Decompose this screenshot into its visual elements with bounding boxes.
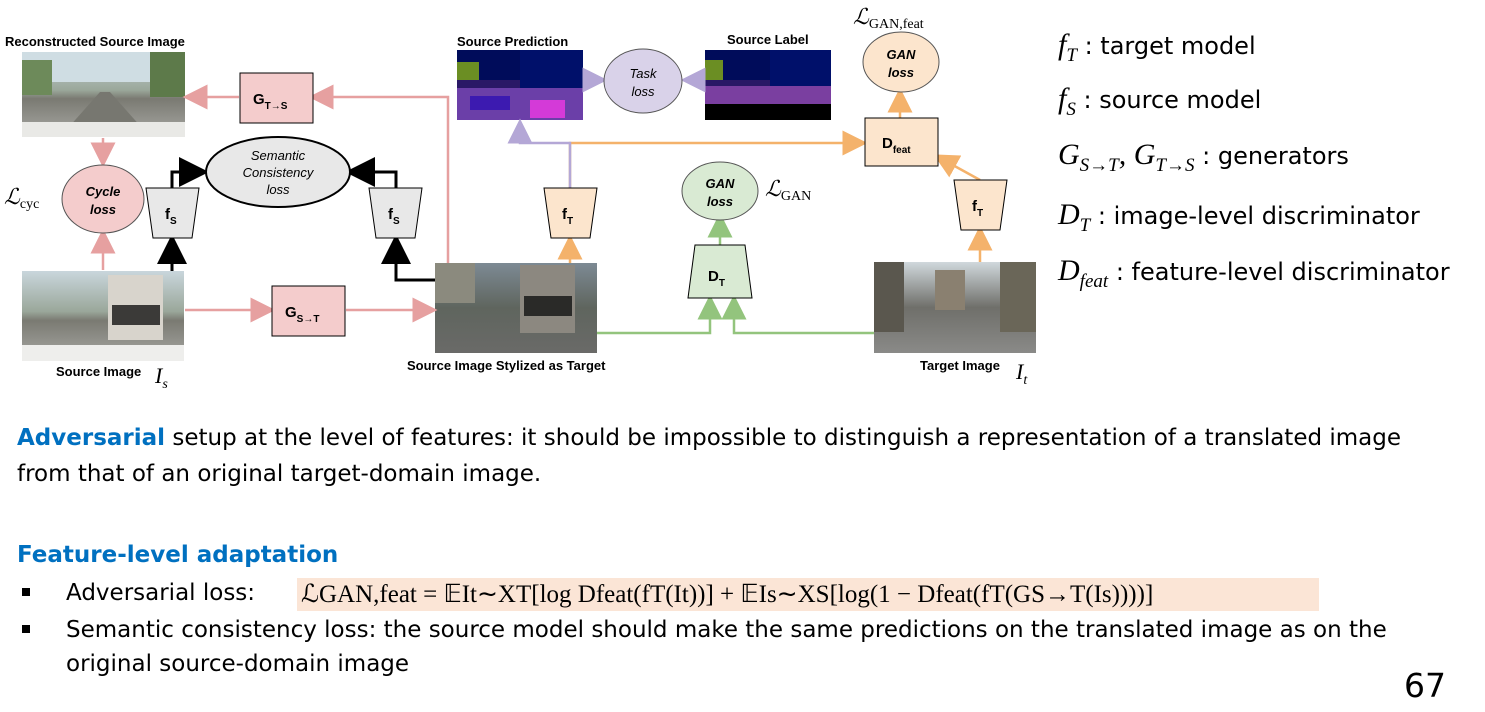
math-l-gan-feat: ℒGAN,feat [853, 4, 924, 32]
keyword-adversarial: Adversarial [17, 425, 166, 451]
source-model-left: fS [145, 187, 200, 239]
label-reconstructed: Reconstructed Source Image [5, 34, 185, 49]
source-label-image [705, 50, 831, 120]
bullet-text: Semantic consistency loss: the source mo… [66, 617, 1387, 677]
image-discriminator: DT [687, 244, 753, 299]
generator-t-to-s: GT→S [239, 72, 314, 124]
description-text: setup at the level of features: it shoul… [17, 425, 1402, 487]
reconstructed-source-image [22, 52, 185, 137]
domain-adaptation-diagram: GT→S GS→T fS fS fT fT DT Dfeat Semantic … [4, 4, 1036, 392]
target-model-center: fT [543, 187, 598, 239]
math-i-s: Is [154, 363, 168, 392]
arrow-ft-to-prediction [507, 118, 572, 188]
semantic-consistency-loss: Semantic Consistency loss [205, 136, 351, 208]
svg-text:fT: fT [562, 206, 573, 227]
svg-text:loss: loss [631, 84, 655, 99]
svg-text:Task: Task [630, 66, 658, 81]
legend-item-generators: GS→T, GT→S : generators [1058, 138, 1349, 176]
arrow-stylized-to-dt [597, 294, 723, 335]
bullet-marker [22, 625, 30, 633]
source-model-right: fS [368, 187, 423, 239]
description-paragraph: Adversarial setup at the level of featur… [17, 420, 1417, 492]
arrow-target-to-dt [721, 294, 874, 335]
label-stylized: Source Image Stylized as Target [407, 358, 606, 373]
gan-loss-image: GAN loss [681, 161, 759, 221]
arrow-fs-to-semantic-right [345, 157, 398, 188]
legend-item-target-model: fT : target model [1058, 28, 1256, 66]
source-image [22, 271, 184, 361]
svg-text:Consistency: Consistency [243, 165, 315, 180]
generator-s-to-t: GS→T [271, 285, 346, 337]
arrow-stylized-to-gts [308, 84, 450, 263]
section-heading: Feature-level adaptation [17, 542, 339, 568]
label-target-image: Target Image [920, 358, 1000, 373]
cycle-loss: Cycle loss [61, 164, 145, 234]
svg-text:GAN: GAN [706, 176, 736, 191]
svg-text:fS: fS [165, 206, 177, 227]
target-model-right: fT [953, 179, 1008, 231]
svg-text:GAN: GAN [887, 47, 917, 62]
svg-text:loss: loss [707, 194, 733, 209]
svg-text:fS: fS [388, 206, 400, 227]
bullet-label: Adversarial loss: [66, 580, 256, 606]
svg-text:fT: fT [972, 198, 983, 219]
formula-text: ℒGAN,feat = 𝔼It∼XT[log Dfeat(fT(It))] + … [301, 581, 1154, 608]
svg-text:Cycle: Cycle [86, 184, 121, 199]
svg-text:loss: loss [888, 65, 914, 80]
svg-text:loss: loss [90, 202, 116, 217]
svg-text:GS→T: GS→T [285, 304, 319, 325]
svg-text:DT: DT [708, 268, 725, 289]
gan-loss-feature: GAN loss [862, 31, 940, 93]
adversarial-loss-formula: ℒGAN,feat = 𝔼It∼XT[log Dfeat(fT(It))] + … [297, 578, 1319, 611]
page-number: 67 [1404, 666, 1446, 705]
label-source-image: Source Image [56, 364, 141, 379]
task-loss: Task loss [603, 48, 683, 114]
arrow-stylized-to-fs [381, 234, 435, 282]
target-image [874, 262, 1036, 353]
stylized-image [435, 263, 597, 353]
math-l-gan: ℒGAN [765, 176, 811, 204]
arrow-fs-to-semantic-left [170, 157, 209, 188]
label-source-label: Source Label [727, 32, 809, 47]
legend-item-image-discriminator: DT : image-level discriminator [1058, 198, 1420, 236]
bullet-semantic-consistency: Semantic consistency loss: the source mo… [22, 613, 1402, 681]
svg-text:loss: loss [266, 182, 290, 197]
feature-discriminator: Dfeat [864, 117, 939, 167]
math-i-t: It [1015, 359, 1028, 388]
arrow-ft2-to-dfeat [933, 154, 981, 182]
legend-item-feature-discriminator: Dfeat : feature-level discriminator [1058, 254, 1450, 292]
svg-text:GT→S: GT→S [253, 91, 288, 112]
svg-text:Semantic: Semantic [251, 148, 306, 163]
math-l-cyc: ℒcyc [4, 184, 39, 212]
label-source-prediction: Source Prediction [457, 34, 568, 49]
source-prediction-image [457, 50, 583, 120]
svg-text:Dfeat: Dfeat [882, 135, 911, 156]
legend-item-source-model: fS : source model [1058, 82, 1262, 120]
bullet-marker [22, 588, 30, 596]
